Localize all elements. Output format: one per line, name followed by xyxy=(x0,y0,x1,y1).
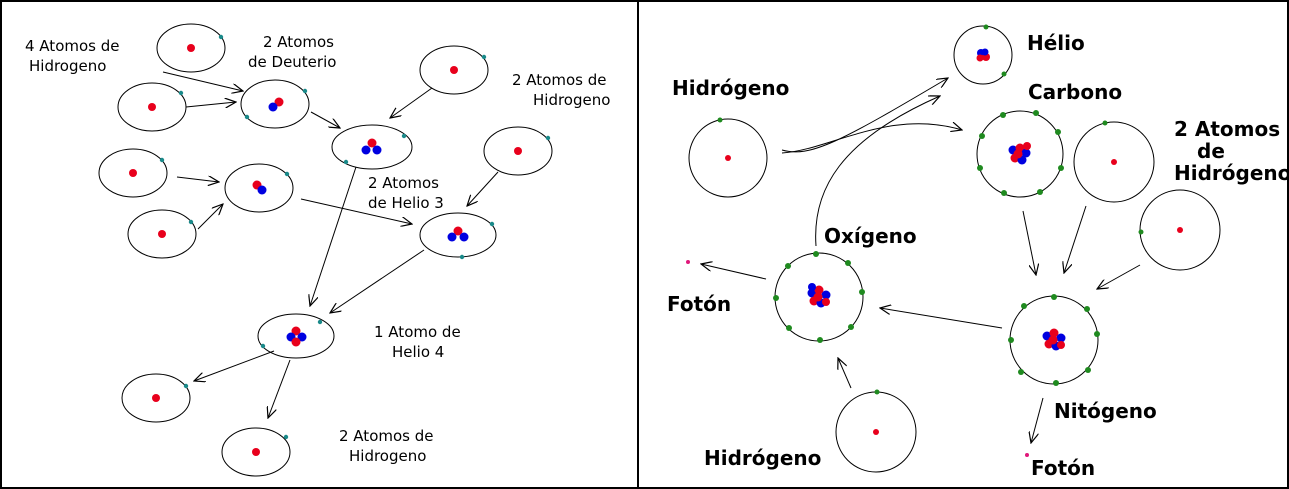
left-labels: 4 Atomos de Hidrogeno 2 Atomos de Deuterio… xyxy=(25,33,610,465)
left-arrows xyxy=(162,71,499,418)
atom-h3 xyxy=(419,45,489,95)
right-electrons xyxy=(717,24,1144,395)
atom-hidrogeno-top xyxy=(688,118,768,198)
label-oxigeno: Oxígeno xyxy=(824,224,917,248)
left-nuclei xyxy=(129,44,522,456)
label-one-helium4-2: Helio 4 xyxy=(392,343,444,361)
label-two-hydrogen-top-1: 2 Atomos de xyxy=(512,71,607,89)
atom-h5 xyxy=(98,148,168,198)
atom-deuterium-1 xyxy=(240,79,310,129)
atom-helium3-1 xyxy=(331,124,413,170)
label-two-hydrogen-right-2: de xyxy=(1197,139,1225,163)
atom-h6 xyxy=(127,209,197,259)
atom-h4 xyxy=(483,126,553,176)
atom-carbono xyxy=(976,110,1064,198)
atom-h1 xyxy=(156,23,226,73)
label-one-helium4-1: 1 Atomo de xyxy=(374,323,461,341)
label-two-helium3-1: 2 Atomos xyxy=(368,174,439,192)
label-foton-left: Fotón xyxy=(667,292,731,316)
label-two-hydrogen-top-2: Hidrogeno xyxy=(533,91,610,109)
label-four-hydrogen-2: Hidrogeno xyxy=(29,57,106,75)
photon-marks xyxy=(686,260,1029,457)
atom-helium3-2 xyxy=(419,212,497,258)
label-two-deuterium-1: 2 Atomos xyxy=(263,33,334,51)
label-two-hydrogen-bottom-1: 2 Atomos de xyxy=(339,427,434,445)
label-hidrogeno-top: Hidrógeno xyxy=(672,76,789,100)
label-nitogeno: Nitógeno xyxy=(1054,399,1157,423)
atom-h7 xyxy=(121,373,191,423)
label-four-hydrogen-1: 4 Atomos de xyxy=(25,37,120,55)
label-hidrogeno-bottom: Hidrógeno xyxy=(704,446,821,470)
label-two-deuterium-2: de Deuterio xyxy=(248,53,336,71)
photon-bottom-icon xyxy=(1025,453,1029,457)
atom-helio xyxy=(953,25,1013,85)
label-two-helium3-2: de Helio 3 xyxy=(368,194,444,212)
label-two-hydrogen-right-1: 2 Atomos xyxy=(1174,117,1280,141)
label-carbono: Carbono xyxy=(1028,80,1122,104)
right-arrows xyxy=(701,78,1141,443)
atom-helium4 xyxy=(257,313,335,359)
left-panel xyxy=(98,23,553,477)
left-electrons xyxy=(159,34,551,440)
label-two-hydrogen-bottom-2: Hidrogeno xyxy=(349,447,426,465)
atom-h-right-1 xyxy=(1073,121,1155,203)
right-nuclei xyxy=(725,48,1183,435)
label-foton-bottom: Fotón xyxy=(1031,456,1095,480)
right-panel xyxy=(686,24,1221,473)
atom-deuterium-2 xyxy=(224,163,294,213)
atom-h8 xyxy=(221,427,291,477)
label-two-hydrogen-right-3: Hidrógeno xyxy=(1174,161,1289,185)
photon-left-icon xyxy=(686,260,690,264)
label-helio: Hélio xyxy=(1027,31,1085,55)
